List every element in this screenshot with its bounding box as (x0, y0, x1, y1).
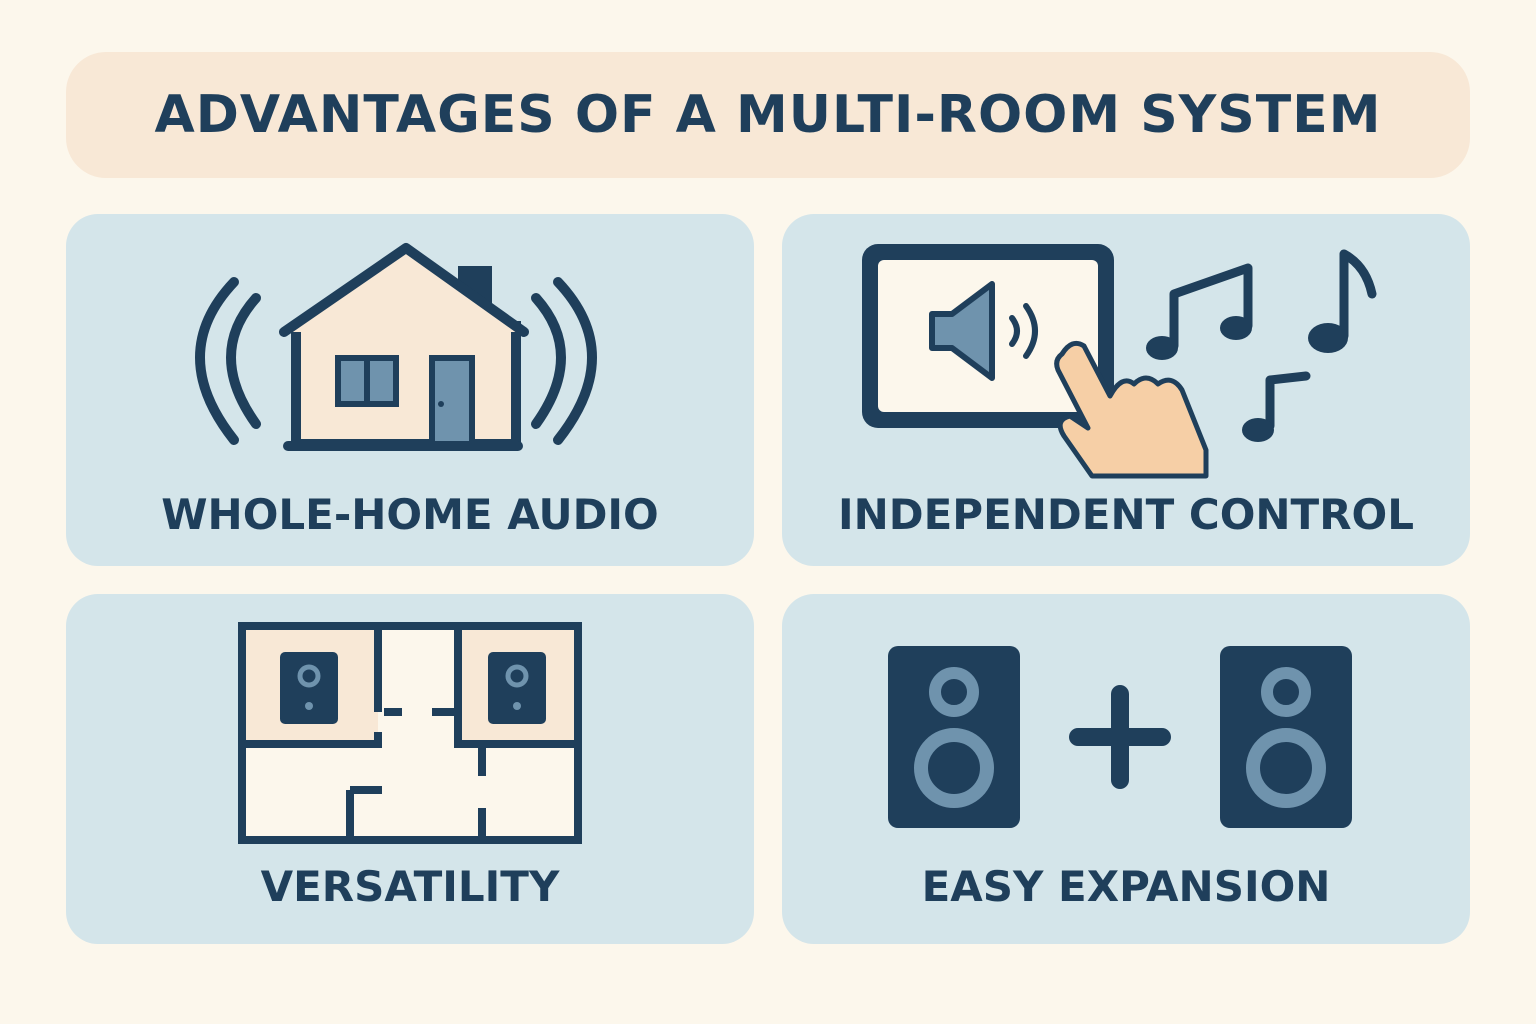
tablet-touch-music-notes-icon (862, 244, 1377, 479)
page-title: ADVANTAGES OF A MULTI-ROOM SYSTEM (154, 85, 1382, 145)
house-with-sound-waves-icon (195, 243, 597, 451)
card-label-independent-control: INDEPENDENT CONTROL (837, 490, 1415, 539)
card-versatility: VERSATILITY (66, 594, 754, 944)
card-label-easy-expansion: EASY EXPANSION (921, 862, 1331, 911)
card-whole-home-audio: WHOLE-HOME AUDIO (66, 214, 754, 566)
card-label-whole-home-audio: WHOLE-HOME AUDIO (161, 490, 659, 539)
card-independent-control: INDEPENDENT CONTROL (782, 214, 1470, 566)
card-label-versatility: VERSATILITY (260, 862, 560, 911)
card-easy-expansion: EASY EXPANSION (782, 594, 1470, 944)
floor-plan-with-speakers-icon (238, 622, 582, 844)
title-banner: ADVANTAGES OF A MULTI-ROOM SYSTEM (66, 52, 1470, 178)
speaker-plus-speaker-icon (888, 646, 1352, 828)
